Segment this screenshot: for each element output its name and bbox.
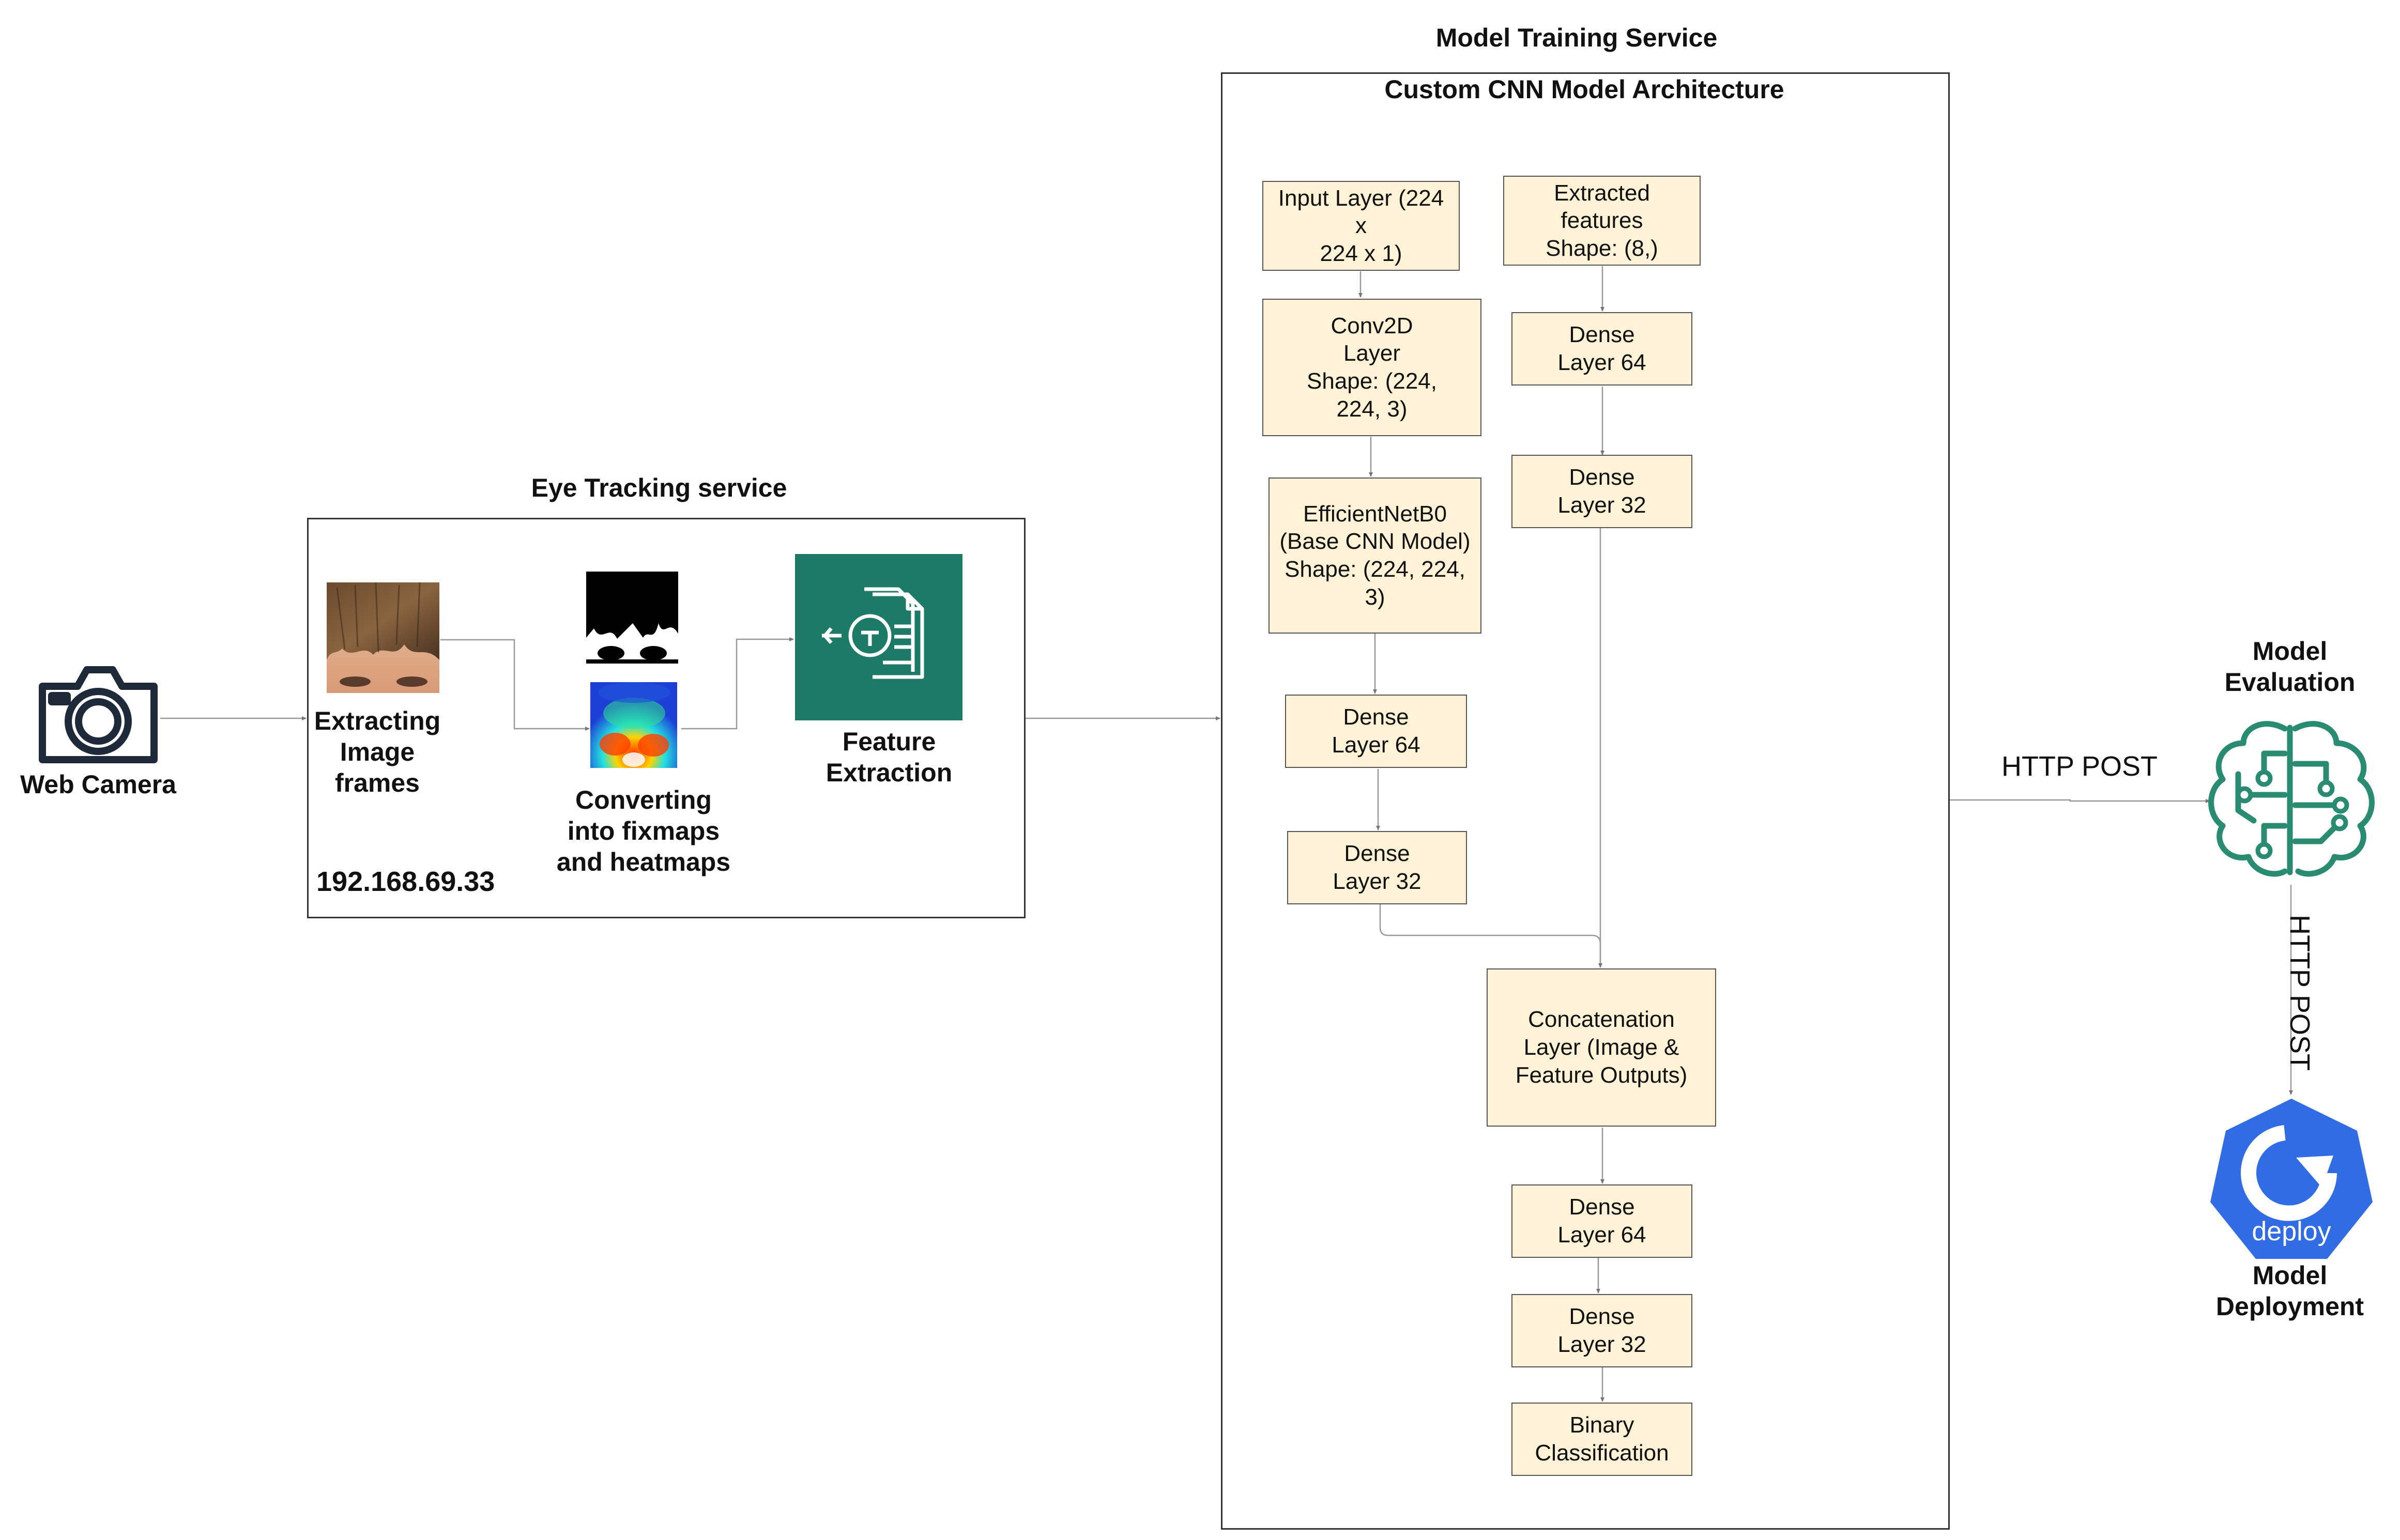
face-frame-image (327, 582, 439, 693)
http-post-label-1: HTTP POST (2001, 751, 2158, 782)
conv2d-layer-node[interactable]: Conv2D Layer Shape: (224, 224, 3) (1262, 299, 1481, 436)
input-layer-node[interactable]: Input Layer (224 x 224 x 1) (1262, 181, 1460, 271)
document-scan-icon (822, 587, 924, 679)
edge-img-to-concat (1379, 904, 1602, 968)
kubernetes-deploy-icon[interactable]: deploy (2207, 1096, 2376, 1261)
output-dense64-node[interactable]: Dense Layer 64 (1511, 1184, 1692, 1258)
heatmap-image (590, 682, 677, 768)
edge-frames-to-heatmap (440, 639, 590, 731)
image-dense64-node[interactable]: Dense Layer 64 (1285, 695, 1467, 768)
extracting-frames-label: Extracting Image frames (314, 706, 441, 797)
ip-address: 192.168.69.33 (316, 866, 495, 897)
deploy-badge-text: deploy (2252, 1216, 2331, 1246)
feature-dense32-node[interactable]: Dense Layer 32 (1511, 455, 1692, 528)
edge-training-to-eval (1950, 799, 2210, 803)
training-frame (1221, 72, 1950, 1530)
architecture-title: Custom CNN Model Architecture (1384, 75, 1784, 104)
fixmap-image (586, 572, 678, 664)
web-camera-label: Web Camera (20, 770, 176, 799)
extracted-features-node[interactable]: Extracted features Shape: (8,) (1503, 176, 1701, 266)
training-service-title: Model Training Service (1435, 23, 1718, 52)
eye-tracking-title: Eye Tracking service (531, 473, 787, 502)
feature-dense64-node[interactable]: Dense Layer 64 (1511, 312, 1692, 386)
efficientnet-layer-node[interactable]: EfficientNetB0 (Base CNN Model) Shape: (… (1268, 478, 1481, 634)
concatenation-node[interactable]: Concatenation Layer (Image & Feature Out… (1487, 968, 1716, 1127)
web-camera-node[interactable]: Web Camera (16, 656, 181, 806)
feature-extraction-label: Feature Extraction (826, 727, 953, 787)
converting-label: Converting into fixmaps and heatmaps (556, 786, 731, 876)
edge-heatmap-to-feature (681, 637, 794, 730)
image-dense32-node[interactable]: Dense Layer 32 (1287, 831, 1467, 904)
model-deployment-label: Model Deployment (2215, 1261, 2364, 1321)
brain-circuit-icon[interactable] (2207, 717, 2376, 883)
http-post-label-2: HTTP POST (2284, 915, 2315, 1071)
feature-extraction-tile[interactable] (795, 554, 962, 720)
eye-tracking-frame (307, 518, 1026, 918)
binary-classification-node[interactable]: Binary Classification (1511, 1403, 1692, 1476)
output-dense32-node[interactable]: Dense Layer 32 (1511, 1294, 1692, 1367)
model-evaluation-label: Model Evaluation (2224, 637, 2356, 697)
camera-icon (39, 666, 158, 763)
